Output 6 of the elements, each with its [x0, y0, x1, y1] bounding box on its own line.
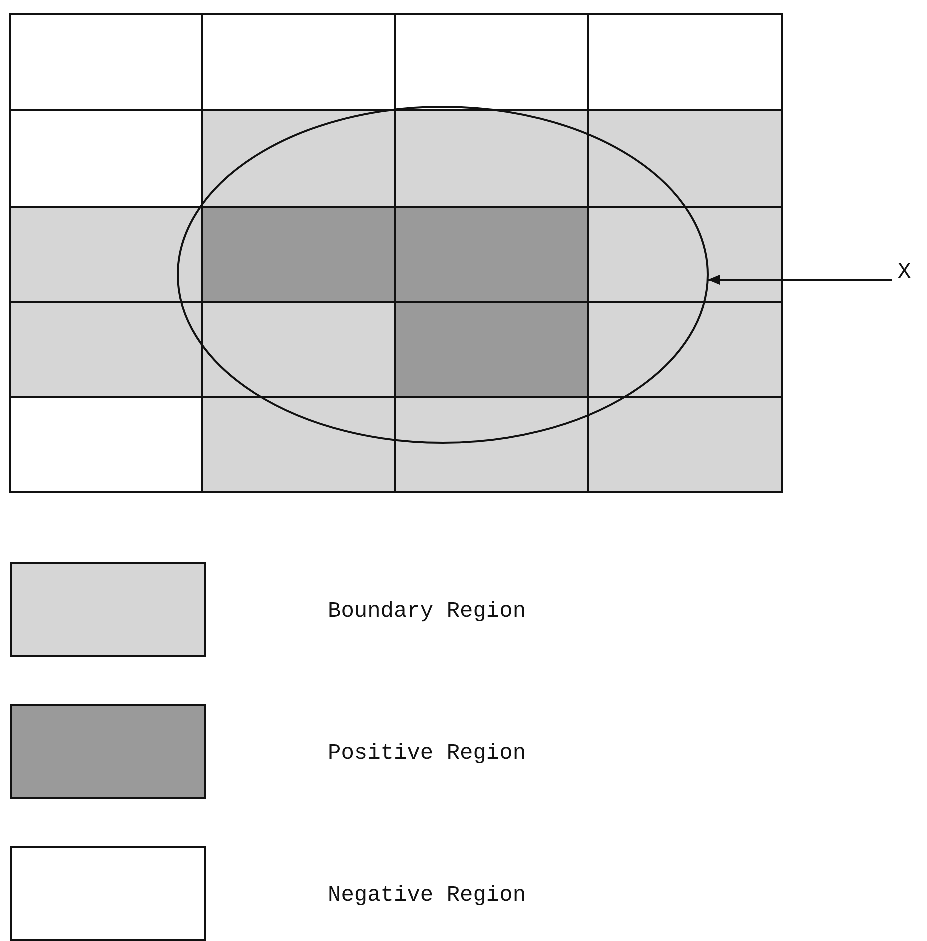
legend-label: Positive Region — [328, 743, 526, 765]
leader-line — [708, 275, 892, 285]
set-ellipse — [177, 106, 709, 444]
legend-label: Boundary Region — [328, 601, 526, 623]
set-label: X — [898, 262, 912, 284]
legend-label: Negative Region — [328, 885, 526, 907]
